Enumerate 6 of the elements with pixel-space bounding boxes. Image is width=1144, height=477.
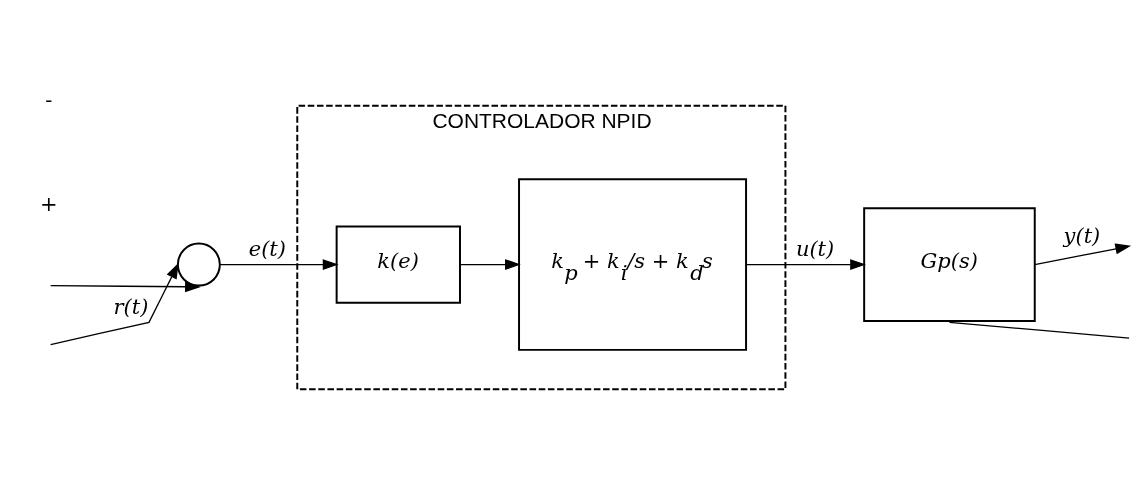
edge-label: r(t) [113,294,149,319]
edge-label: u(t) [795,236,835,261]
edge-label: e(t) [248,236,286,261]
label: - [45,87,53,112]
label: + [40,191,58,216]
edge-label: y(t) [1063,223,1101,248]
